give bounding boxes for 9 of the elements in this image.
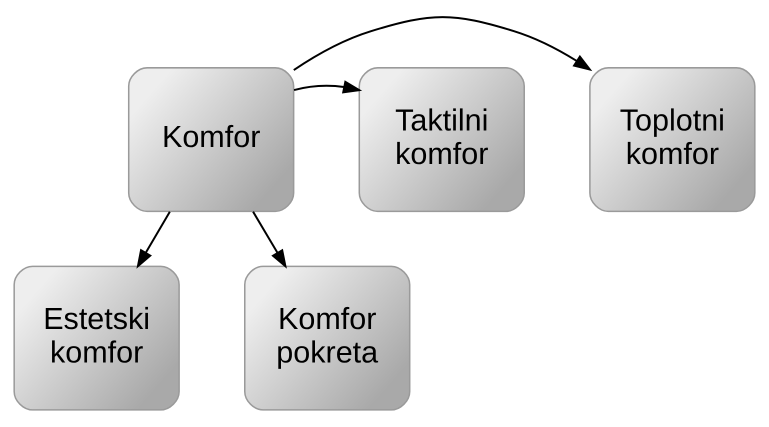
node-box: Komfor	[128, 67, 294, 212]
node-box: Komfor pokreta	[244, 266, 410, 411]
arrow	[293, 16, 592, 72]
node-box: Taktilni komfor	[358, 67, 525, 212]
arrow	[252, 211, 287, 269]
arrow	[294, 80, 362, 94]
node-box: Toplotni komfor	[589, 67, 756, 212]
arrow	[136, 211, 171, 269]
node-box: Estetski komfor	[13, 266, 180, 411]
